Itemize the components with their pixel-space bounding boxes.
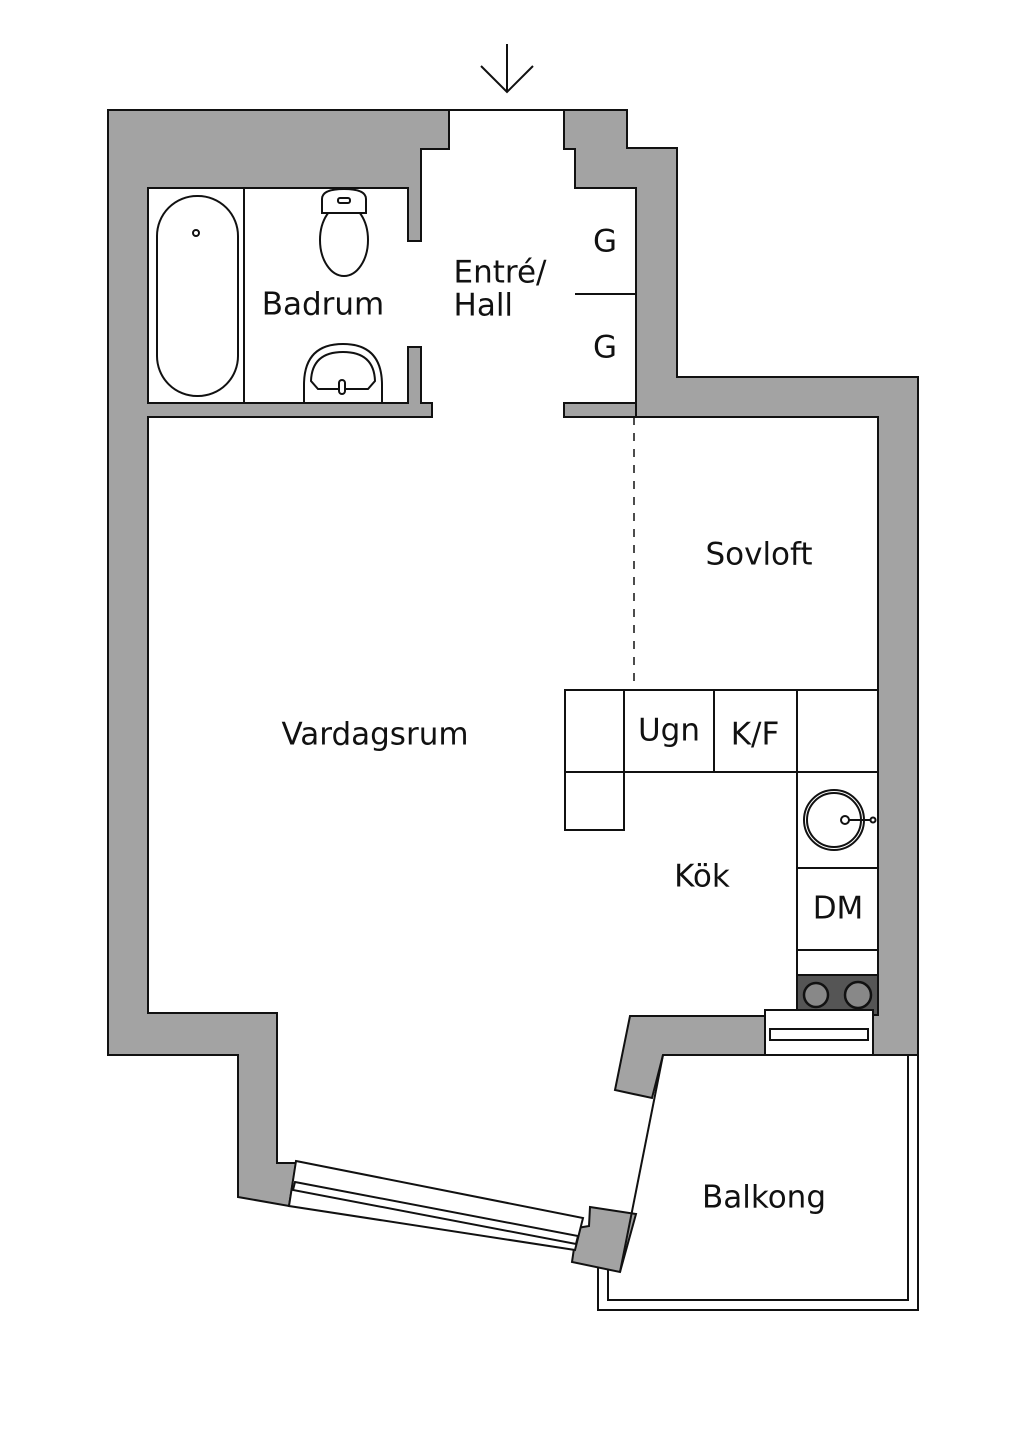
appliance-label-kf: K/F	[730, 716, 780, 753]
living-room-window	[287, 1159, 585, 1252]
room-label-badrum: Badrum	[261, 286, 385, 323]
closet-label-2: G	[592, 329, 618, 366]
wall-closet-bottom	[563, 402, 637, 418]
room-label-entre-line1: Entré/	[453, 254, 547, 291]
wall-window-pier	[570, 1205, 638, 1274]
arrow-down-icon	[480, 44, 534, 94]
room-label-vardagsrum: Vardagsrum	[281, 716, 469, 753]
toilet	[319, 187, 369, 277]
bathroom-sink	[303, 342, 383, 404]
room-label-kok: Kök	[674, 858, 730, 895]
stove	[796, 974, 879, 1016]
wall-kitchen-bottom	[613, 1015, 766, 1100]
appliance-label-dm: DM	[812, 890, 864, 927]
room-label-sovloft: Sovloft	[705, 536, 813, 573]
appliance-label-ugn: Ugn	[637, 712, 701, 749]
room-label-entre: Entré/ Hall	[454, 256, 547, 321]
bathtub	[156, 195, 239, 397]
balcony	[597, 1054, 919, 1311]
closet-label-1: G	[592, 223, 618, 260]
room-label-balkong: Balkong	[701, 1179, 827, 1216]
kitchen-cabinets	[564, 689, 879, 1016]
kitchen-sink	[803, 789, 877, 851]
room-label-entre-line2: Hall	[453, 287, 514, 323]
kitchen-window	[764, 1009, 874, 1056]
